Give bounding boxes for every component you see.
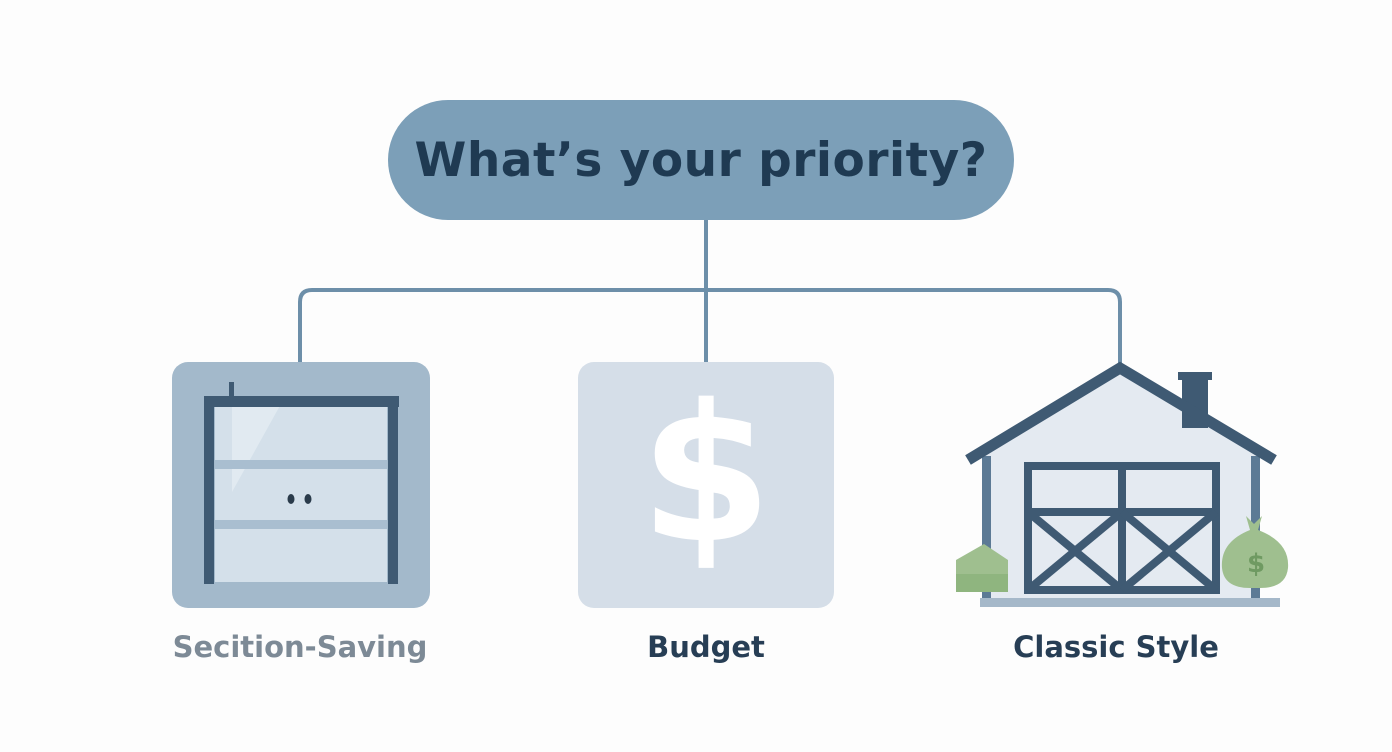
dollar-sign-icon: $ <box>640 364 772 585</box>
question-pill: What’s your priority? <box>388 100 1014 220</box>
garage-door-icon <box>204 382 399 584</box>
option-label-classic-style: Classic Style <box>1013 630 1219 664</box>
option-tile-budget[interactable]: $ <box>578 362 834 608</box>
money-bag-dollar: $ <box>1247 549 1265 579</box>
money-bag-icon: $ <box>1221 516 1289 588</box>
option-tile-section-saving[interactable] <box>172 362 430 608</box>
small-house-icon <box>956 544 1008 592</box>
option-label-budget: Budget <box>647 630 765 664</box>
question-title: What’s your priority? <box>414 132 988 188</box>
option-label-section-saving: Secition-Saving <box>172 630 428 664</box>
dollar-glyph: $ <box>640 364 772 585</box>
house-garage-icon[interactable]: $ <box>950 360 1295 615</box>
connector-branch <box>298 288 1122 368</box>
